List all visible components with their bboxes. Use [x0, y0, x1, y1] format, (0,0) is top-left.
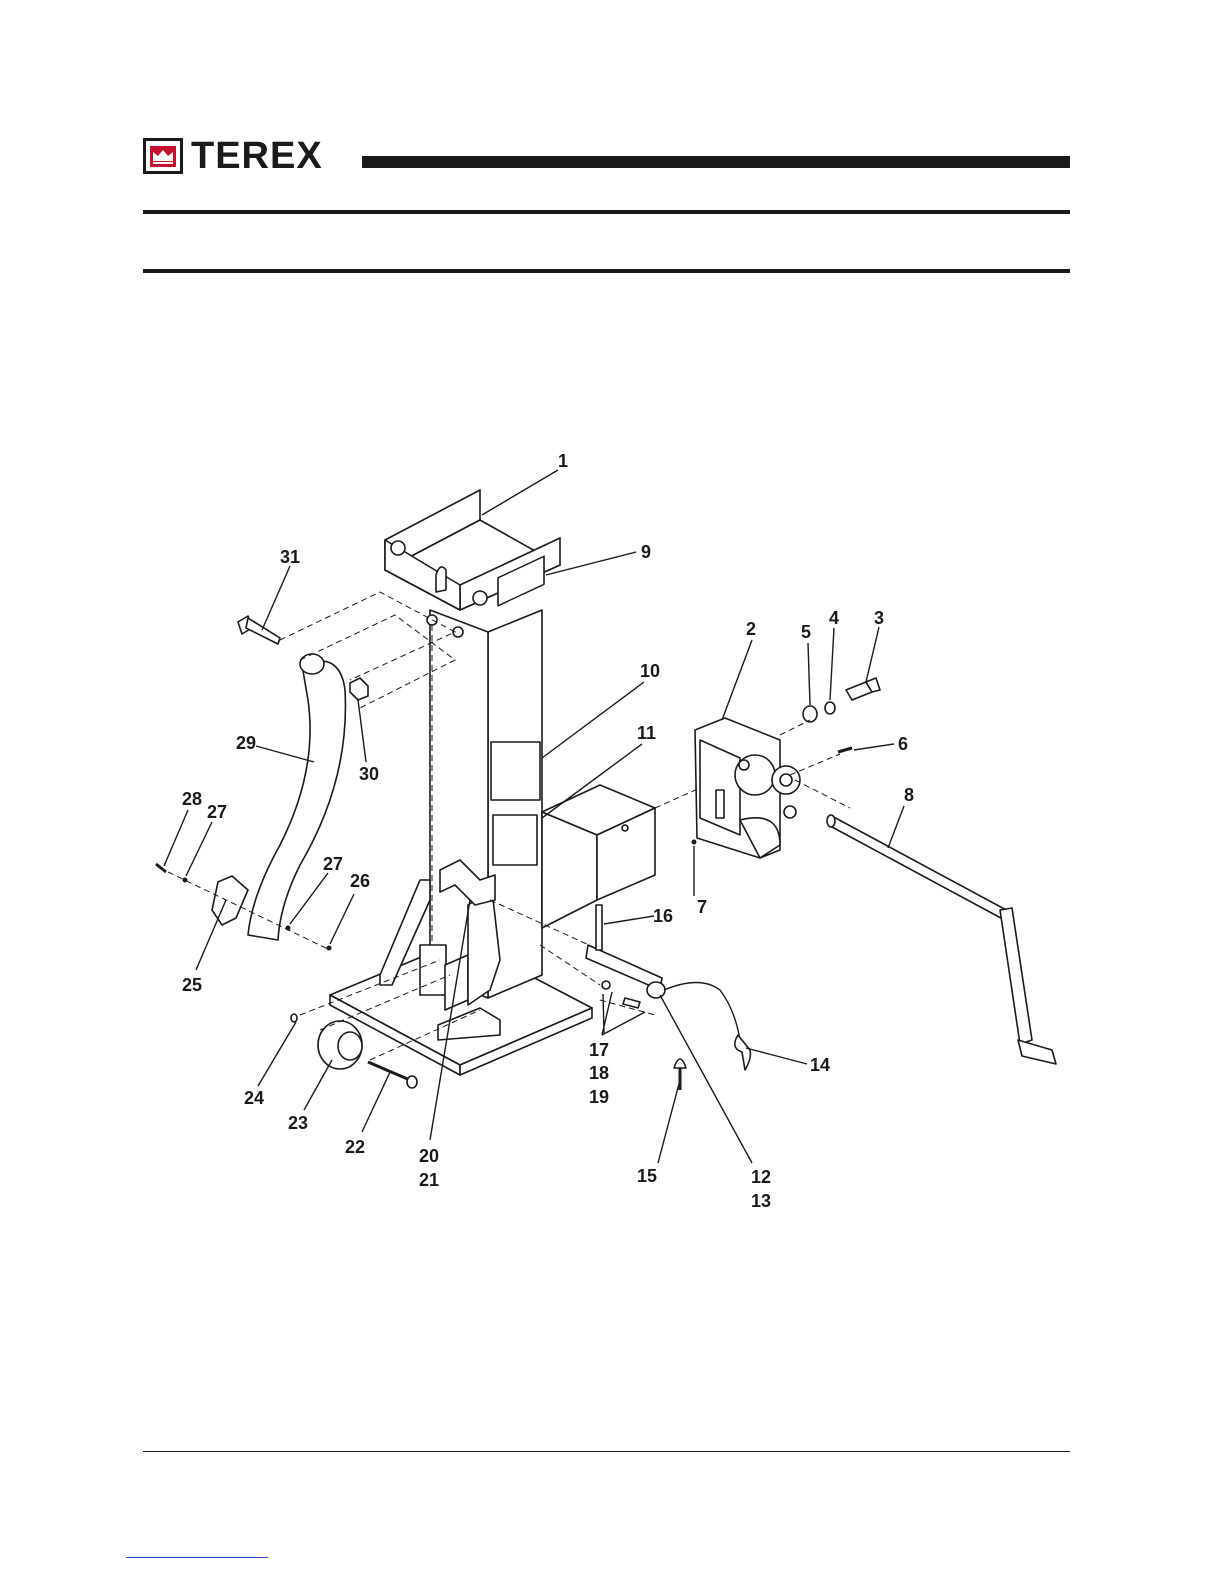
callout-8: 8 — [904, 785, 914, 805]
callout-10: 10 — [640, 661, 660, 681]
callout-29: 29 — [236, 733, 256, 753]
pin-6 — [838, 748, 852, 752]
fastener-26 — [327, 946, 332, 951]
crank-handle — [827, 815, 1056, 1064]
callout-6: 6 — [898, 734, 908, 754]
callout-27-lower: 27 — [323, 854, 343, 874]
fastener-27a — [183, 878, 188, 883]
decal-11 — [493, 815, 537, 865]
hardware-3-4-5 — [803, 678, 880, 722]
arm — [248, 654, 345, 940]
callout-26: 26 — [350, 871, 370, 891]
pad-25 — [212, 876, 248, 925]
callout-5: 5 — [801, 622, 811, 642]
callout-20: 20 — [419, 1146, 439, 1166]
callout-9: 9 — [641, 542, 651, 562]
callout-30: 30 — [359, 764, 379, 784]
callout-2: 2 — [746, 619, 756, 639]
fastener-24 — [291, 1014, 297, 1022]
callout-14: 14 — [810, 1055, 830, 1075]
callout-19: 19 — [589, 1087, 609, 1107]
callout-22: 22 — [345, 1137, 365, 1157]
winch — [695, 718, 800, 858]
callout-1: 1 — [558, 451, 568, 471]
callout-21: 21 — [419, 1170, 439, 1190]
callout-16: 16 — [653, 906, 673, 926]
callout-4: 4 — [829, 608, 839, 628]
callout-3: 3 — [874, 608, 884, 628]
callout-12: 12 — [751, 1167, 771, 1187]
callout-15: 15 — [637, 1166, 657, 1186]
fastener-7 — [692, 840, 697, 845]
callout-25: 25 — [182, 975, 202, 995]
callout-31: 31 — [280, 547, 300, 567]
callout-7: 7 — [697, 897, 707, 917]
callout-11: 11 — [637, 723, 656, 743]
decal-10 — [491, 742, 540, 800]
callout-27-upper: 27 — [207, 802, 227, 822]
callout-23: 23 — [288, 1113, 308, 1133]
callout-17: 17 — [589, 1040, 609, 1060]
callout-28: 28 — [182, 789, 202, 809]
callout-24: 24 — [244, 1088, 264, 1108]
callout-18: 18 — [589, 1063, 609, 1083]
callout-13: 13 — [751, 1191, 771, 1211]
